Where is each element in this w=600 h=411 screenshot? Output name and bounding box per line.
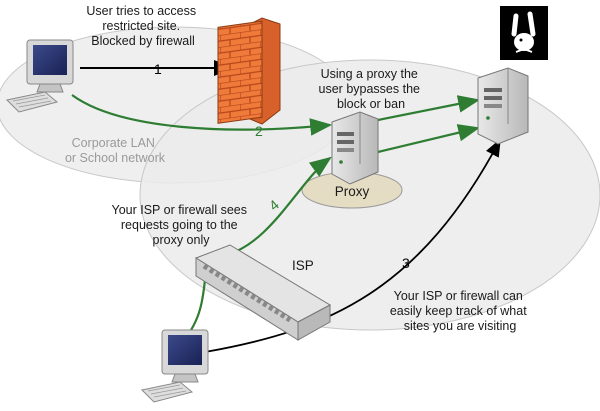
path-2-label: 2 bbox=[255, 123, 263, 139]
bunny-logo-icon bbox=[500, 6, 548, 60]
desktop-computer-icon bbox=[140, 329, 209, 403]
isp-tracks-caption: Your ISP or firewall can easily keep tra… bbox=[390, 289, 530, 333]
proxy-label: Proxy bbox=[335, 184, 370, 199]
destination-server-icon bbox=[477, 67, 529, 145]
path-3-line bbox=[204, 138, 501, 353]
path-3-label: 3 bbox=[402, 255, 410, 271]
isp-sees-caption: Your ISP or firewall sees requests going… bbox=[112, 203, 251, 247]
desktop-computer-icon bbox=[5, 39, 74, 113]
isp-label: ISP bbox=[292, 258, 314, 273]
path-2-line bbox=[71, 94, 333, 136]
proxy-server-icon bbox=[331, 111, 379, 185]
brick-firewall-icon bbox=[217, 17, 281, 125]
zone-caption: Corporate LAN or School network bbox=[65, 136, 166, 165]
path-1-label: 1 bbox=[154, 61, 162, 77]
proxy-note-caption: Using a proxy the user bypasses the bloc… bbox=[319, 67, 424, 111]
network-switch-icon bbox=[194, 244, 332, 341]
blocked-caption: User tries to access restricted site. Bl… bbox=[86, 4, 199, 48]
proxy-to-server-line-a bbox=[377, 95, 481, 122]
proxy-to-server-line-b bbox=[377, 124, 481, 154]
